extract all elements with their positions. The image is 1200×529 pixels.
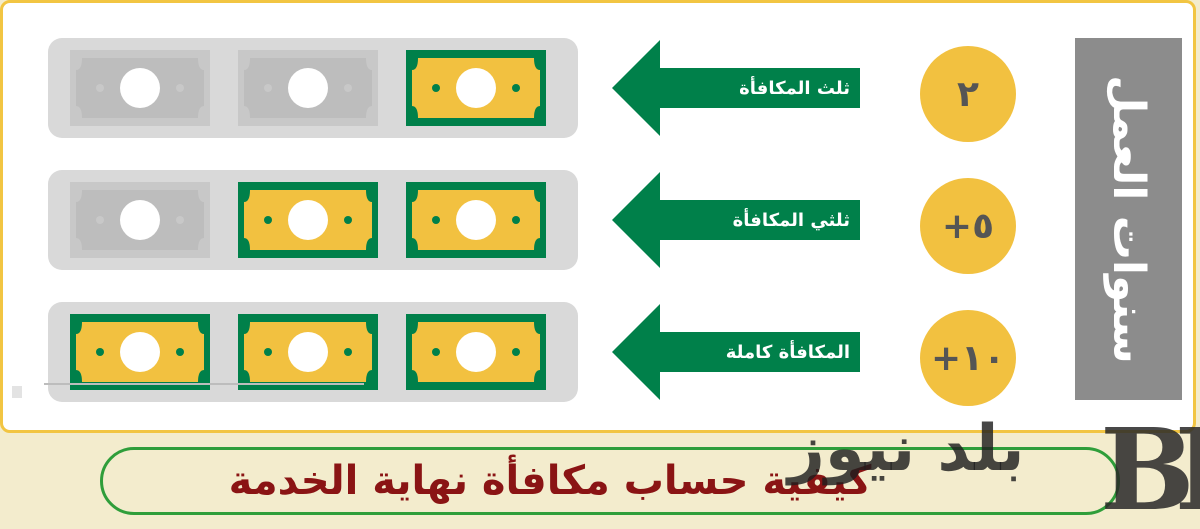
years-circle: +١٠ <box>920 310 1016 406</box>
years-value: +١٠ <box>930 337 1006 379</box>
years-circle: +٥ <box>920 178 1016 274</box>
banknote-icon <box>70 50 210 126</box>
banknote-icon <box>70 314 210 390</box>
site-logo: BB <box>1100 405 1200 529</box>
site-watermark: بلد نيوز <box>788 412 1025 486</box>
left-arrow-icon <box>612 40 860 136</box>
reward-label: المكافأة كاملة <box>725 341 850 363</box>
years-of-service-label: سنوات العمل <box>1075 38 1182 400</box>
banknote-icon <box>406 314 546 390</box>
banner-title: كيفية حساب مكافأة نهاية الخدمة <box>228 458 872 504</box>
divider-mark <box>12 386 22 398</box>
reward-row-3: +١٠ المكافأة كاملة <box>0 302 1075 406</box>
left-arrow-icon <box>612 304 860 400</box>
left-arrow-icon <box>612 172 860 268</box>
bills-tray <box>48 302 578 402</box>
banknote-icon <box>406 182 546 258</box>
banknote-icon <box>70 182 210 258</box>
banknote-icon <box>238 182 378 258</box>
bills-tray <box>48 38 578 138</box>
reward-row-2: +٥ ثلثي المكافأة <box>0 170 1075 274</box>
years-of-service-text: سنوات العمل <box>1103 74 1154 364</box>
years-circle: ٢ <box>920 46 1016 142</box>
reward-label: ثلثي المكافأة <box>732 209 850 231</box>
years-value: ٢ <box>957 73 979 115</box>
reward-label: ثلث المكافأة <box>739 77 850 99</box>
divider-line <box>44 383 364 385</box>
bills-tray <box>48 170 578 270</box>
banknote-icon <box>238 50 378 126</box>
banknote-icon <box>238 314 378 390</box>
years-value: +٥ <box>941 205 995 247</box>
reward-row-1: ٢ ثلث المكافأة <box>0 38 1075 142</box>
banknote-icon <box>406 50 546 126</box>
title-banner: كيفية حساب مكافأة نهاية الخدمة <box>100 447 1120 515</box>
